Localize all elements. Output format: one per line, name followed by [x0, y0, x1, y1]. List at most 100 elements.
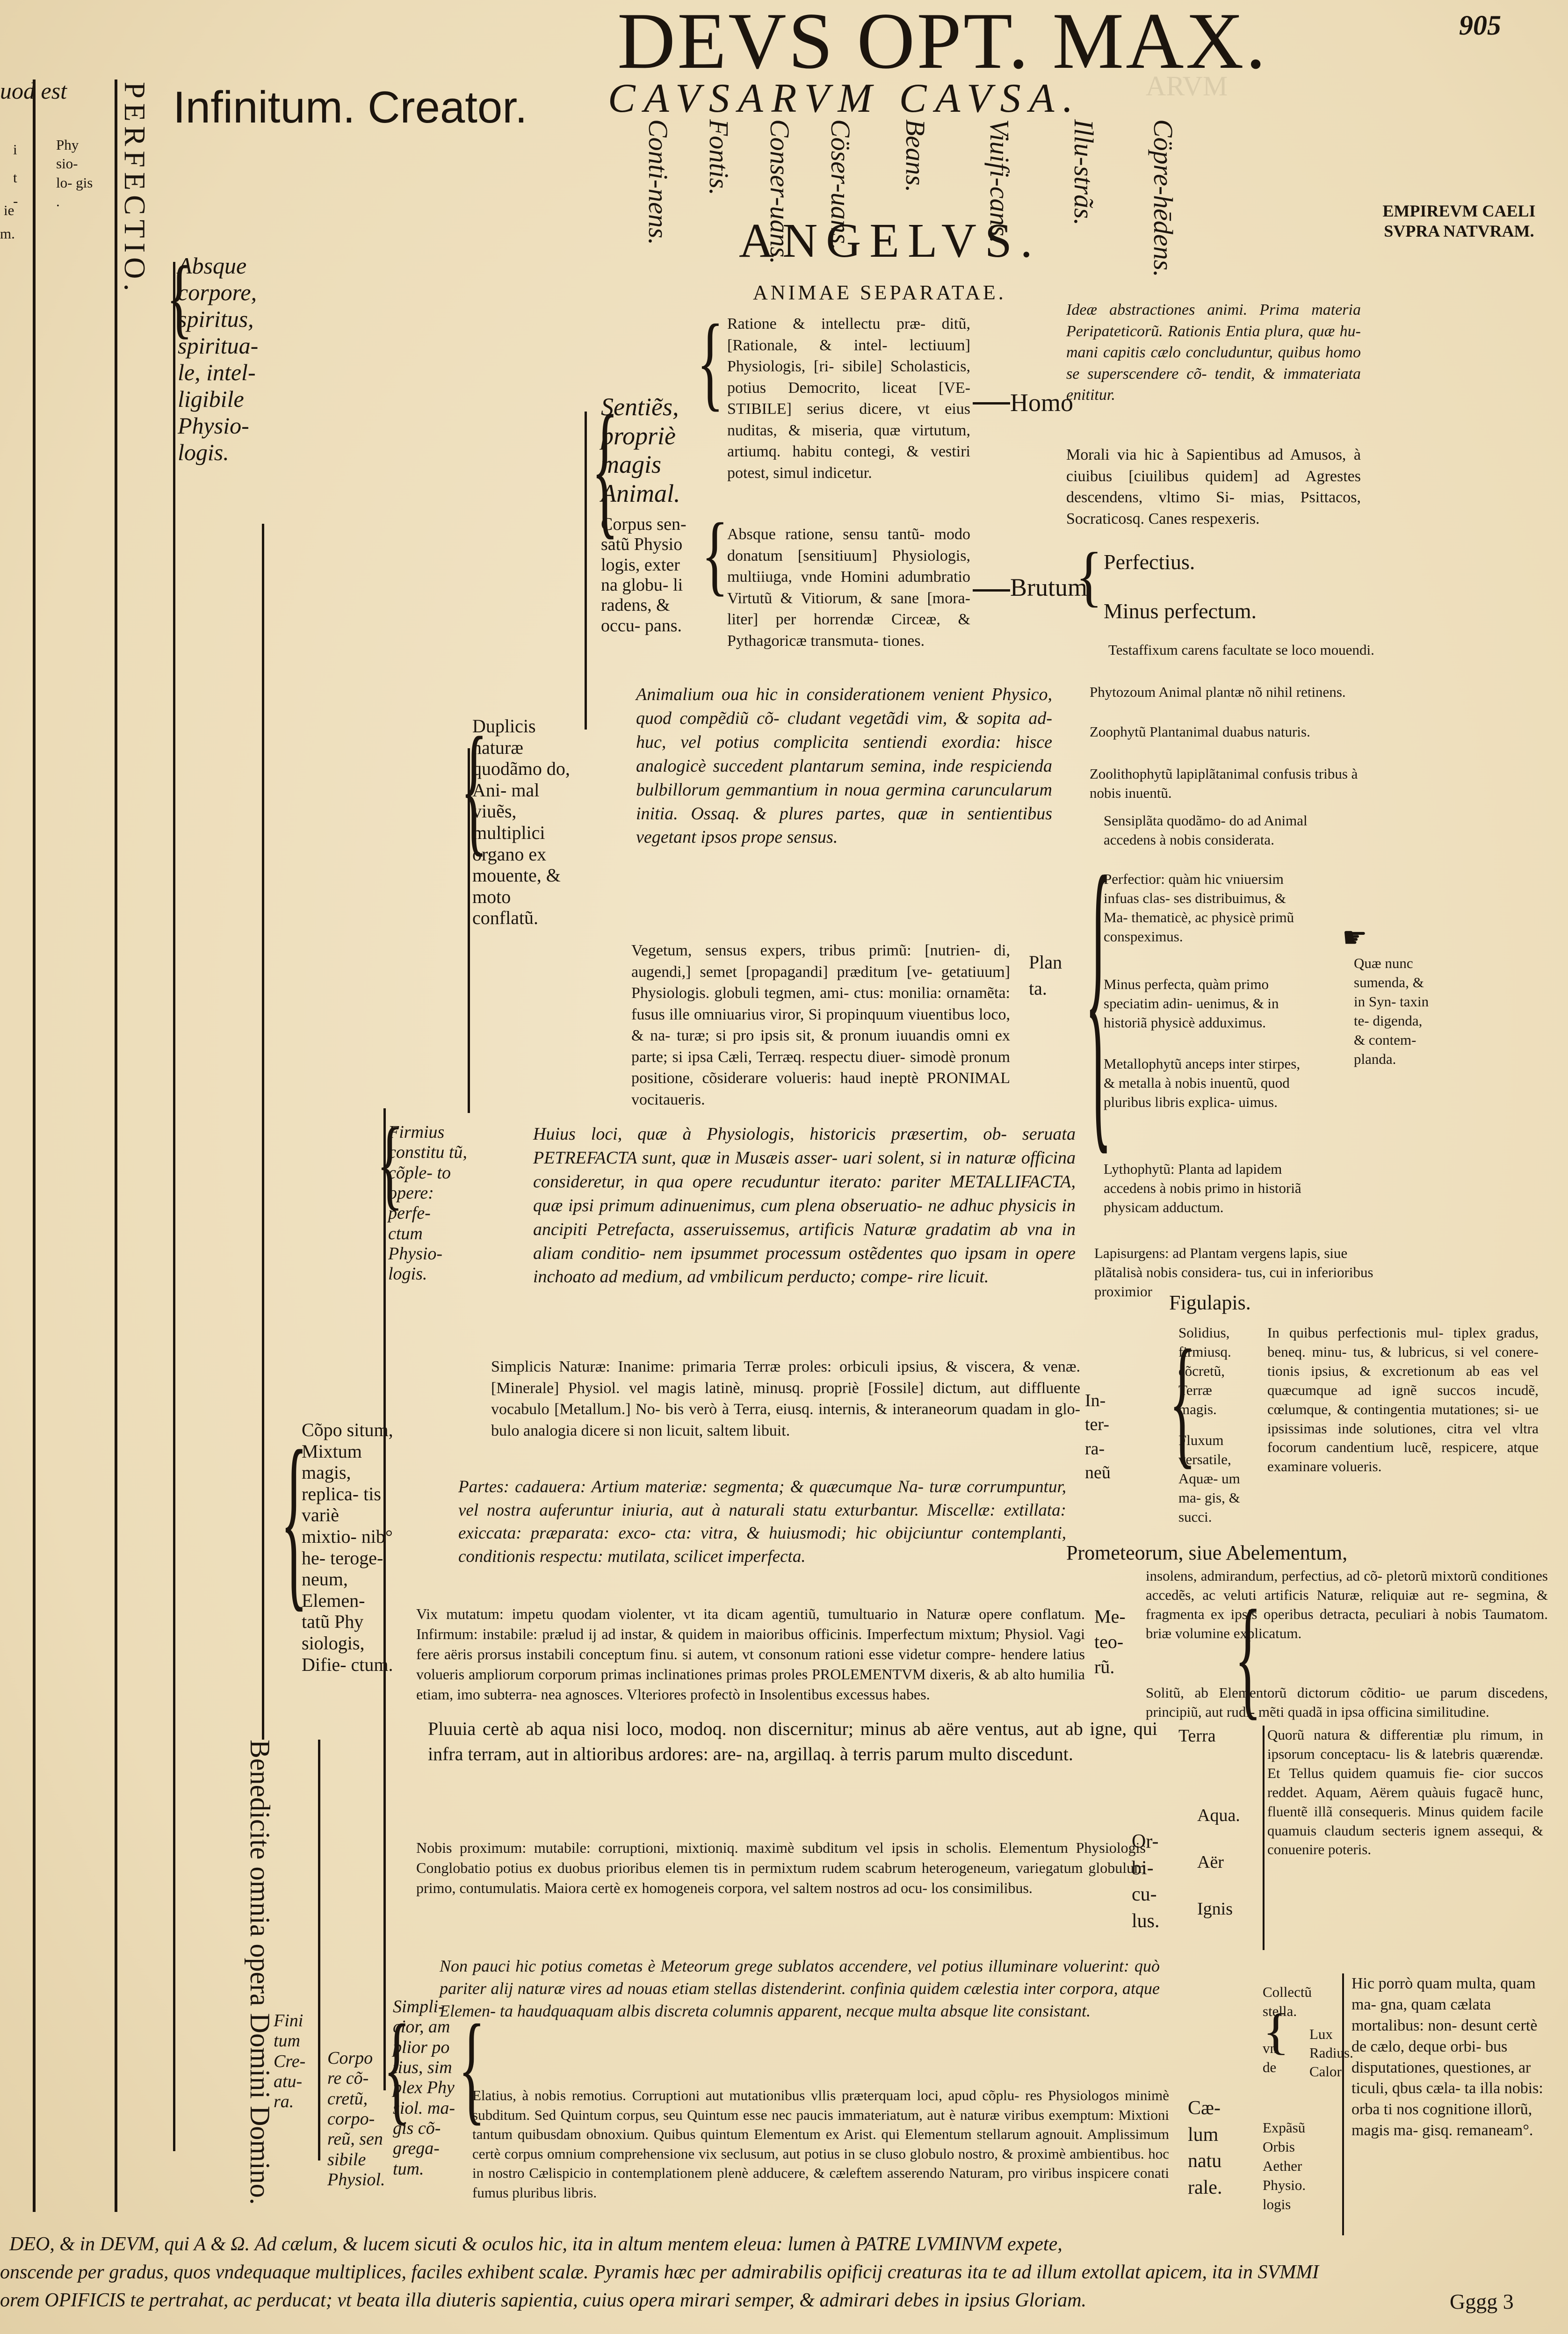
tree-rule: [585, 412, 587, 730]
tree-rule: [383, 1108, 386, 2090]
footer-line-3: orem OPIFICIS te pertrahat, ac perducat;…: [0, 2290, 1087, 2311]
label-duplicis: Duplicis naturæ quodãmo do, Ani- mal viu…: [472, 715, 570, 929]
brace: {: [701, 504, 729, 604]
label-finitum: Fini tum Cre- atu- ra.: [274, 2011, 306, 2112]
elatius-text: Elatius, à nobis remotius. Corruptioni a…: [472, 2087, 1169, 2201]
vertical-word: Conser-uans.: [765, 119, 795, 264]
brace: {: [383, 1999, 411, 2136]
vertical-word: Beans.: [900, 119, 931, 193]
brace: {: [1085, 808, 1112, 1181]
element-aqua: Aqua.: [1197, 1806, 1240, 1825]
brace: {: [281, 1410, 308, 1628]
brace: {: [1235, 1582, 1262, 1732]
vnde: vn de: [1263, 2040, 1277, 2075]
label-corpore-concretum: Corpo re cõ- cretũ, corpo- reũ, sen sibi…: [327, 2048, 385, 2189]
empireum: EMPIREVM CAELI SVPRA NATVRAM.: [1382, 202, 1536, 241]
homo-label: Homo: [1010, 389, 1073, 417]
brace: {: [1076, 538, 1103, 614]
brace: {: [166, 247, 193, 347]
label-compositum: Cõpo situm, Mixtum magis, replica- tis v…: [302, 1419, 393, 1675]
sensiplata: Sensiplãta quodãmo- do ad Animal acceden…: [1104, 812, 1308, 848]
insolens-text: insolens, admirandum, perfectius, ad cõ-…: [1146, 1568, 1548, 1641]
minus-perfecta: Minus perfecta, quàm primo speciatim adi…: [1104, 976, 1279, 1031]
margin-fragment: i: [13, 141, 17, 158]
bleed-through: ARVM: [1146, 71, 1228, 101]
morali-text: Morali via hic à Sapientibus ad Amusos, …: [1066, 446, 1361, 527]
dash: [973, 589, 1010, 592]
pluuia-text: Pluuia certè ab aqua nisi loco, modoq. n…: [428, 1718, 1157, 1764]
element-aer: Aër: [1197, 1852, 1224, 1872]
margin-fragment: ie: [4, 202, 14, 218]
angelus-heading: ANGELVS.: [739, 214, 1041, 267]
fluxum: Fluxum versatile, Aquæ- um ma- gis, & su…: [1178, 1432, 1240, 1525]
vertical-word: Conti-nens.: [643, 119, 673, 246]
caelum-label: Cæ- lum natu rale.: [1188, 2097, 1222, 2199]
label-corpus-sensatum: Corpus sen- satũ Physio logis, exter na …: [601, 514, 686, 636]
vertical-word: Cöser-uans.: [825, 119, 856, 251]
margin-fragment: m.: [0, 225, 15, 242]
zoolithophytum: Zoolithophytũ lapiplãtanimal confusis tr…: [1090, 766, 1358, 801]
rational-text: Ratione & intellectu præ- ditũ, [Rationa…: [727, 315, 970, 482]
signature-mark: Gggg 3: [1450, 2290, 1514, 2313]
lux: Lux: [1309, 2026, 1333, 2042]
margin-fragment: t: [13, 169, 17, 186]
tree-rule: [262, 524, 264, 1740]
planta-label: Plan ta.: [1029, 952, 1062, 999]
orbiculus-label: Or- bi- cu- lus.: [1132, 1831, 1160, 1932]
testaffixum: Testaffixum carens facultate se loco mou…: [1108, 642, 1374, 658]
margin-fragment: -: [13, 193, 18, 209]
causarum-causa: CAVSARVM CAVSA.: [608, 76, 1082, 121]
perfectior: Perfectior: quàm hic vniuersim infuas cl…: [1104, 871, 1294, 945]
meteorum-label: Me- teo- rũ.: [1094, 1606, 1126, 1677]
element-ignis: Ignis: [1197, 1899, 1233, 1919]
margin-rule: [33, 79, 36, 2212]
radius: Radius.: [1309, 2045, 1353, 2061]
expansu: Expãsũ Orbis Aether Physio. logis: [1263, 2119, 1306, 2212]
zoophytum: Zoophytũ Plantanimal duabus naturis.: [1090, 723, 1310, 740]
bracket-rule: [1263, 1726, 1265, 1950]
quorum-text: Quorũ natura & differentiæ plu rimum, in…: [1267, 1727, 1543, 1858]
brace: {: [458, 1999, 485, 2136]
non-pauci-text: Non pauci hic potius cometas è Meteorum …: [440, 1957, 1160, 2021]
infinitum-creator: Infinitum. Creator.: [173, 82, 527, 132]
collectu: Collectũ stella.: [1263, 1984, 1312, 2019]
minus-perfectum-label: Minus perfectum.: [1104, 599, 1257, 623]
metallophytum: Metallophytũ anceps inter stirpes, & met…: [1104, 1055, 1301, 1110]
lythophytum: Lythophytũ: Planta ad lapidem accedens à…: [1104, 1161, 1301, 1215]
tree-rule: [468, 748, 470, 1113]
partes-text: Partes: cadauera: Artium materiæ: segmen…: [458, 1477, 1066, 1566]
dash: [973, 402, 1010, 405]
brace: {: [592, 384, 619, 552]
label-firmius: Firmius constitu tũ, cõple- to opere: pe…: [388, 1122, 467, 1284]
brace: {: [376, 1107, 404, 1219]
page-title: DEVS OPT. MAX.: [617, 0, 1268, 86]
label-sentiens: Sentiẽs, propriè magis Animal.: [601, 393, 680, 507]
footer-line-2: onscende per gradus, quos vndequaque mul…: [0, 2262, 1319, 2283]
vertical-word: Illu-strãs.: [1069, 119, 1099, 226]
page-number: 905: [1459, 10, 1501, 41]
tree-rule: [318, 1740, 320, 2161]
que-nunc-note: Quæ nunc sumenda, & in Syn- taxin te- di…: [1354, 955, 1429, 1067]
vertical-word: Viuifi-cans.: [984, 119, 1015, 243]
margin-rule: [115, 79, 117, 2212]
margin-physiologis: Phy sio- lo- gis .: [56, 137, 93, 210]
simplicis-text: Simplicis Naturæ: Inanime: primaria Terr…: [491, 1358, 1080, 1439]
animae-separatae: ANIMAE SEPARATAE.: [753, 281, 1006, 304]
in-quibus-text: In quibus perfectionis mul- tiplex gradu…: [1267, 1324, 1539, 1475]
benedicite-label: Benedicite omnia opera Domini Domino.: [245, 1740, 275, 2205]
lapisurgens: Lapisurgens: ad Plantam vergens lapis, s…: [1094, 1245, 1373, 1300]
figulapis: Figulapis.: [1169, 1291, 1251, 1314]
hand-pointer-icon: ☛: [1342, 922, 1367, 953]
bracket-rule: [1342, 1973, 1344, 2235]
interaneum-label: In- ter- ra- neũ: [1085, 1391, 1111, 1482]
perfectius-label: Perfectius.: [1104, 550, 1195, 574]
footer-line-1: DEO, & in DEVM, qui A & Ω. Ad cælum, & l…: [9, 2233, 1062, 2255]
perfectio-label: PERFECTIO.: [118, 82, 152, 296]
huius-loci-text: Huius loci, quæ à Physiologis, historici…: [533, 1124, 1076, 1287]
brutum-label: Brutum: [1010, 573, 1088, 601]
hic-porro-text: Hic porrò quam multa, quam ma- gna, quam…: [1351, 1975, 1543, 2139]
idea-text: Ideæ abstractiones animi. Prima materia …: [1066, 301, 1361, 404]
vertical-word: Fontis.: [704, 119, 734, 195]
element-terra: Terra: [1178, 1726, 1216, 1746]
